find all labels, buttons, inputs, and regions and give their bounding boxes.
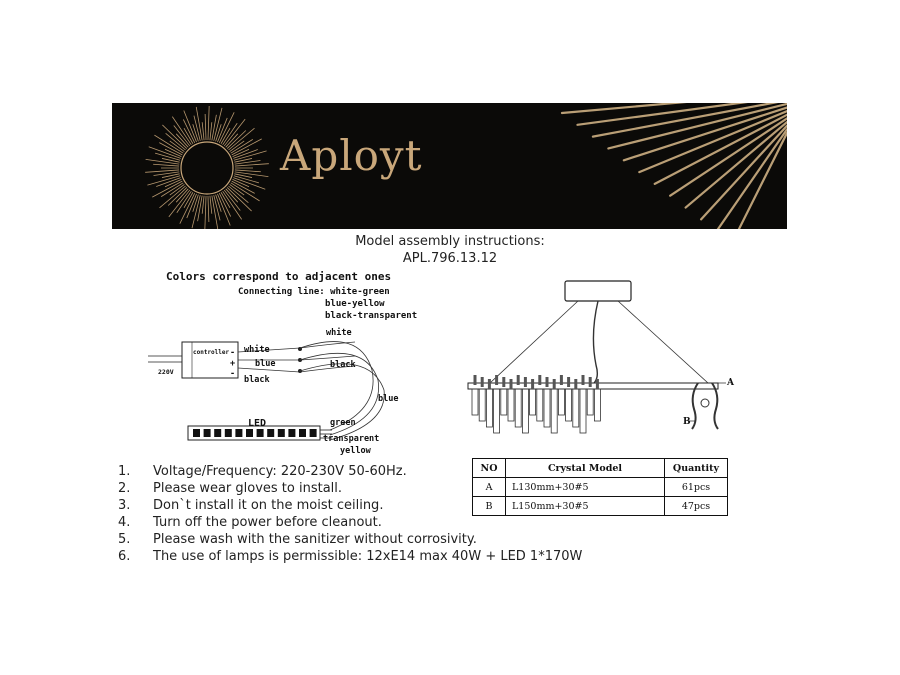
item-number: 5. xyxy=(118,532,131,547)
voltage-label: 220V xyxy=(158,368,174,376)
instruction-list: 1. Voltage/Frequency: 220-230V 50-60Hz. 2… xyxy=(118,463,582,565)
list-item: 6. The use of lamps is permissible: 12xE1… xyxy=(118,548,582,565)
item-text: Please wash with the sanitizer without c… xyxy=(153,532,477,547)
item-number: 2. xyxy=(118,481,131,496)
cell-quantity: 61pcs xyxy=(664,477,728,497)
list-item: 4. Turn off the power before cleanout. xyxy=(118,514,582,531)
list-item: 2. Please wear gloves to install. xyxy=(118,480,582,497)
ceiling-canopy xyxy=(564,280,632,302)
item-text: The use of lamps is permissible: 12xE14 … xyxy=(153,549,583,564)
cell-quantity: 47pcs xyxy=(664,496,728,516)
sunburst-logo-icon xyxy=(145,103,787,229)
crystal-table: NO Crystal Model Quantity A L130mm+30#5 … xyxy=(472,458,728,516)
item-text: Voltage/Frequency: 220-230V 50-60Hz. xyxy=(153,464,407,479)
model-number: APL.796.13.12 xyxy=(402,251,498,266)
chandelier-drawing xyxy=(467,280,726,434)
lamp-ring xyxy=(467,382,719,390)
item-text: Turn off the power before cleanout. xyxy=(153,515,382,530)
wire-label-black-right: black xyxy=(330,360,356,370)
wiring-diagram xyxy=(148,341,385,441)
controller-box xyxy=(181,341,239,379)
wire-label-transparent: transparent xyxy=(323,434,380,444)
led-label: LED xyxy=(248,418,267,429)
document-title: Model assembly instructions: xyxy=(355,234,545,249)
item-number: 1. xyxy=(118,464,131,479)
wire-label-black-left: black xyxy=(244,375,270,385)
connecting-pair-3: black-transparent xyxy=(325,311,418,321)
item-text: Don`t install it on the moist ceiling. xyxy=(153,498,384,513)
item-number: 6. xyxy=(118,549,131,564)
item-number: 3. xyxy=(118,498,131,513)
brand-banner: Aployt xyxy=(112,103,787,229)
wire-label-blue-left: blue xyxy=(255,359,276,369)
controller-label: controller xyxy=(193,349,230,356)
item-number: 4. xyxy=(118,515,131,530)
cell-model: L150mm+30#5 xyxy=(505,496,665,516)
table-row: A L130mm+30#5 61pcs xyxy=(472,477,728,497)
wire-label-blue-right: blue xyxy=(378,394,399,404)
lamp-label-a: A xyxy=(727,378,734,388)
connecting-pair-1: white-green xyxy=(330,287,390,297)
polarity-2: + xyxy=(230,359,236,369)
col-header-quantity: Quantity xyxy=(664,458,728,478)
connecting-pair-2: blue-yellow xyxy=(325,299,385,309)
list-item: 5. Please wash with the sanitizer without… xyxy=(118,531,582,548)
wire-label-white-right: white xyxy=(326,328,352,338)
list-item: 1. Voltage/Frequency: 220-230V 50-60Hz. xyxy=(118,463,582,480)
connecting-prefix: Connecting line: xyxy=(238,287,325,297)
connecting-line-row: Connecting line: white-green xyxy=(238,287,390,297)
item-text: Please wear gloves to install. xyxy=(153,481,343,496)
wiring-title: Colors correspond to adjacent ones xyxy=(166,270,392,283)
wire-label-white-left: white xyxy=(244,345,270,355)
wire-label-yellow: yellow xyxy=(340,446,371,456)
lamp-label-b: B xyxy=(683,417,691,427)
table-row: B L150mm+30#5 47pcs xyxy=(472,496,728,516)
polarity-1: - xyxy=(230,348,236,358)
polarity-3: - xyxy=(230,369,236,379)
wire-label-green: green xyxy=(330,418,356,428)
cell-no: B xyxy=(472,496,506,516)
brand-name: Aployt xyxy=(280,131,423,180)
list-item: 3. Don`t install it on the moist ceiling. xyxy=(118,497,582,514)
